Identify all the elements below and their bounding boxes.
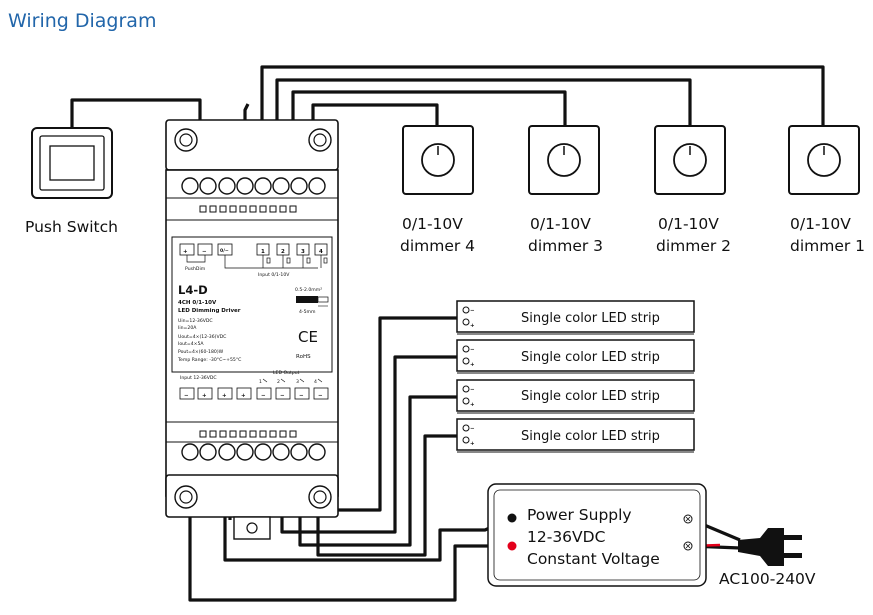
led-strip-1: − +: [456, 300, 695, 335]
knob-icon: [421, 143, 455, 177]
ac-plug-icon: [738, 528, 802, 566]
model-name: L4-D: [178, 283, 208, 297]
out-label-pos-2: +: [222, 393, 227, 399]
wire-dimmer-2: [275, 78, 692, 175]
wire-strip-4: [316, 434, 458, 557]
strip-4-label: Single color LED strip: [521, 429, 660, 444]
rohs-mark: RoHS: [296, 354, 311, 360]
output-label-boxes: − + + + − − − −: [179, 387, 329, 400]
ac-label: AC100-240V: [719, 570, 816, 588]
ps-line-2: 12-36VDC: [527, 528, 605, 546]
spec-uout: Uout=4×(12-36)VDC: [178, 334, 226, 340]
in-label-4: 4: [319, 249, 323, 255]
knob-icon: [673, 143, 707, 177]
strip-4-neg: −: [470, 426, 475, 432]
in-label-plus: +: [183, 249, 188, 255]
out-ch-2: 2: [277, 379, 280, 385]
out-label-neg: −: [184, 393, 189, 399]
out-label-ch1: −: [261, 393, 266, 399]
wire-size-caption: 0.5-2.0mm²: [295, 287, 322, 293]
dimmer-4-line2: dimmer 4: [400, 237, 475, 255]
strip-2-neg: −: [470, 347, 475, 353]
push-dim-caption: PushDim: [185, 266, 206, 272]
ps-line-3: Constant Voltage: [527, 550, 660, 568]
dimmer-3-line2: dimmer 3: [528, 237, 603, 255]
out-ch-3: 3: [296, 379, 299, 385]
model-subtitle-2: LED Dimming Driver: [178, 308, 241, 314]
led-output-caption: LED Output: [273, 370, 300, 376]
strip-3-pos: +: [470, 402, 475, 408]
led-strip-4: − +: [456, 418, 695, 453]
strip-1-pos: +: [470, 323, 475, 329]
out-label-pos-3: +: [241, 393, 246, 399]
in-label-common: 0/−: [220, 248, 229, 254]
bottom-screw-strip: [199, 430, 297, 438]
knob-icon: [547, 143, 581, 177]
out-label-ch2: −: [280, 393, 285, 399]
ps-terminal-pos: [507, 541, 517, 551]
model-subtitle-1: 4CH 0/1-10V: [178, 300, 217, 306]
in-label-minus: −: [202, 249, 207, 255]
top-terminals: [181, 177, 326, 195]
spec-temp: Temp Range: -30°C~+55°C: [177, 357, 241, 363]
dimmer-3-line1: 0/1-10V: [530, 215, 591, 233]
output-channel-marks: 1 2 3 4: [259, 378, 323, 385]
input-schematic: [186, 255, 328, 269]
dimmer-3: [528, 125, 600, 195]
knob-icon: [807, 143, 841, 177]
in-label-1: 1: [261, 249, 265, 255]
spec-iin: Iin=20A: [178, 325, 197, 331]
dimming-driver: + − 0/− 1 2 3 4 PushDim Input 0/1-10V L4…: [165, 119, 339, 540]
strip-length-caption: 4-5mm: [299, 309, 316, 315]
dimmer-4-line1: 0/1-10V: [402, 215, 463, 233]
wire-strip-icon: [296, 296, 329, 307]
dimmer-4: [402, 125, 474, 195]
power-supply: [487, 483, 707, 587]
out-label-ch4: −: [318, 393, 323, 399]
ce-mark: CE: [298, 328, 318, 346]
diagram-title: Wiring Diagram: [8, 10, 156, 32]
dimmer-1-line1: 0/1-10V: [790, 215, 851, 233]
input-v-caption: Input 12-36VDC: [180, 375, 217, 381]
strip-3-label: Single color LED strip: [521, 389, 660, 404]
in-label-3: 3: [301, 249, 305, 255]
strip-2-pos: +: [470, 362, 475, 368]
dimmer-2: [654, 125, 726, 195]
out-ch-1: 1: [259, 379, 262, 385]
spec-iout: Iout=4×5A: [178, 341, 204, 347]
dimmer-2-line2: dimmer 2: [656, 237, 731, 255]
ps-line-1: Power Supply: [527, 506, 632, 524]
push-switch-label: Push Switch: [25, 218, 118, 236]
led-strip-3: − +: [456, 379, 695, 414]
spec-pout: Pout=4×(60-180)W: [178, 349, 224, 355]
bottom-terminals: [181, 443, 326, 461]
strip-1-neg: −: [470, 308, 475, 314]
wire-ps-positive: [188, 460, 512, 602]
in-label-2: 2: [281, 249, 285, 255]
out-ch-4: 4: [314, 379, 317, 385]
out-label-ch3: −: [299, 393, 304, 399]
out-label-pos: +: [202, 393, 207, 399]
spec-uin: Uin=12-36VDC: [178, 318, 213, 324]
dimmer-2-line1: 0/1-10V: [658, 215, 719, 233]
top-screw-strip: [199, 205, 297, 213]
strip-4-pos: +: [470, 441, 475, 447]
strip-2-label: Single color LED strip: [521, 350, 660, 365]
dimmer-1: [788, 125, 860, 195]
strip-1-label: Single color LED strip: [521, 311, 660, 326]
push-switch: [31, 127, 113, 199]
strip-3-neg: −: [470, 387, 475, 393]
led-strip-2: − +: [456, 339, 695, 374]
input-caption: Input 0/1-10V: [258, 272, 290, 278]
ps-terminal-neg: [507, 513, 517, 523]
dimmer-1-line2: dimmer 1: [790, 237, 865, 255]
